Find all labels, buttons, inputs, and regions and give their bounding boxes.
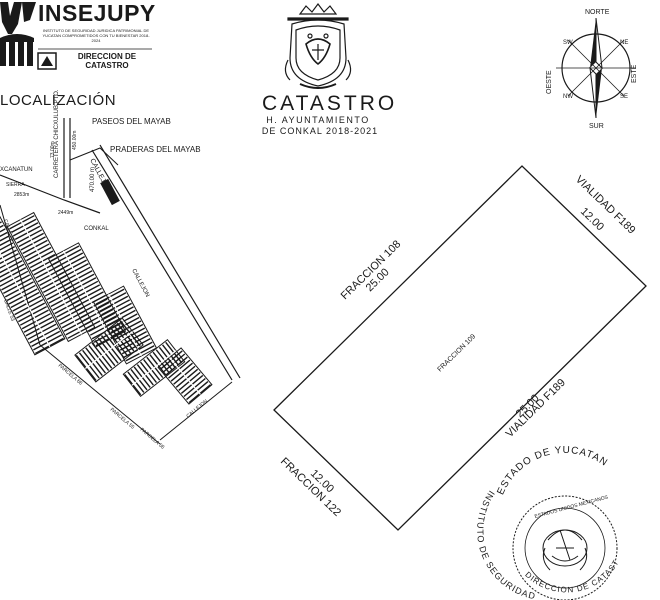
map-label-dist-470: 470.00 m — [90, 167, 96, 192]
map-label-parcela-a: PARCELA 66 — [57, 363, 84, 387]
map-label-parcela-b: PARCELA 55 — [109, 407, 136, 431]
lot-block — [0, 214, 66, 356]
plot-boundary — [273, 165, 647, 531]
location-map — [0, 118, 241, 445]
compass-west-label: OESTE — [546, 70, 553, 94]
map-label-sierra: SIERRA — [6, 182, 25, 188]
catastro-emblem-icon — [37, 52, 57, 70]
official-seal-stamp: ESTADO DE YUCATAN INSTITUTO DE SEGURIDAD… — [0, 0, 620, 600]
compass-ne-label: NE — [620, 40, 628, 46]
map-label-dist-450: 450.00m — [72, 131, 78, 150]
map-lot-blocks — [0, 211, 213, 405]
map-label-conkal: CONKAL — [84, 226, 109, 232]
compass-nw-label: NW — [563, 94, 573, 100]
plot-bottom-label: VIALIDAD F189 — [504, 377, 568, 440]
seal-coat-text: ESTADOS UNIDOS MEXICANOS — [534, 494, 609, 520]
brand-subtitle: INSTITUTO DE SEGURIDAD JURIDICA PATRIMON… — [42, 28, 150, 43]
compass-south-label: SUR — [589, 123, 604, 130]
seal-state-textpath: ESTADO DE YUCATAN — [495, 445, 608, 497]
compass-rose-icon — [556, 17, 636, 119]
compass-sw-label: SW — [563, 40, 573, 46]
map-label-callejon-mid: CALLEJON — [130, 268, 150, 298]
compass-se-label: SE — [620, 94, 628, 100]
brand-name: INSEJUPY — [38, 0, 156, 26]
department-name: DIRECCION DE CATASTRO — [77, 52, 137, 70]
plot-right-label: VIALIDAD F189 — [573, 174, 638, 237]
lot-block — [157, 347, 213, 405]
map-label-xcanatun: XCANATUN — [0, 167, 33, 173]
plot-center-label: FRACCION 109 — [436, 333, 477, 373]
catastro-subtitle-1: H. AYUNTAMIENTO — [266, 115, 370, 125]
map-label-paseos: PASEOS DEL MAYAB — [92, 117, 171, 126]
catastro-subtitle-2: DE CONKAL 2018-2021 — [261, 126, 379, 136]
insejupy-logo-mark — [0, 2, 36, 66]
map-label-callejon-bottom: CALLEJON — [185, 398, 209, 419]
map-label-carretera: CARRETERA CHICXULUB PTO. — [54, 89, 60, 178]
catastro-title: CATASTRO — [262, 92, 398, 115]
map-label-praderas: PRADERAS DEL MAYAB — [110, 145, 201, 154]
compass-north-label: NORTE — [585, 9, 610, 16]
compass-east-label: ESTE — [631, 64, 638, 83]
map-label-dist-73: 73.00m — [50, 141, 56, 158]
seal-state-text: ESTADO DE YUCATAN — [495, 445, 609, 497]
mexican-eagle-icon — [542, 529, 588, 571]
conkal-coat-of-arms-icon — [284, 3, 352, 89]
location-title: LOCALIZACIÓN — [0, 92, 117, 109]
map-label-dist-2449: 2449m — [58, 210, 73, 216]
map-label-dist-2853: 2853m — [14, 192, 29, 198]
lot-block — [74, 317, 144, 383]
